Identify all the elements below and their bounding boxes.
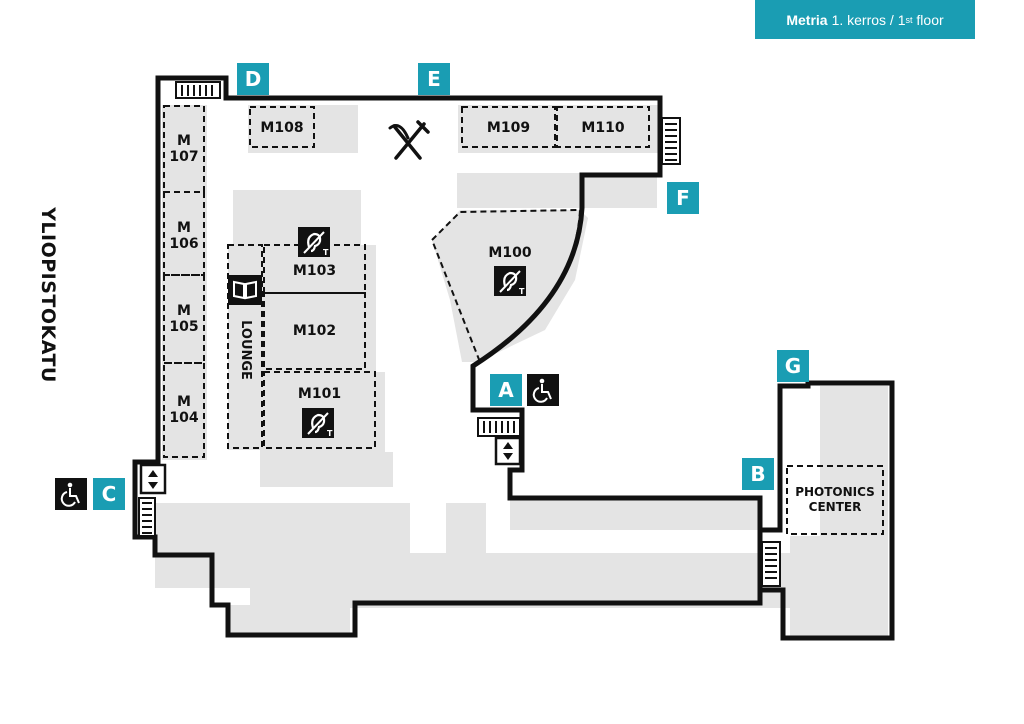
room-m100: M100: [488, 245, 532, 261]
stairs-d-icon: [175, 81, 221, 99]
room-m101: M101: [297, 386, 342, 402]
room-m110: M110: [581, 120, 625, 136]
svg-text:T: T: [323, 248, 329, 257]
elevator-c-icon: [139, 463, 167, 495]
wheelchair-icon: [55, 478, 87, 510]
elevator-a-icon: [494, 436, 522, 466]
wheelchair-icon: [527, 374, 559, 406]
hearing-loop-icon: T: [494, 266, 526, 296]
entrance-a[interactable]: A: [490, 374, 522, 406]
lounge-label: LOUNGE: [238, 320, 254, 380]
floor-en: floor: [916, 11, 944, 28]
hearing-loop-icon: T: [298, 227, 330, 257]
entrance-g[interactable]: G: [777, 350, 809, 382]
hearing-loop-icon: T: [302, 408, 334, 438]
dashed-rooms: [163, 105, 884, 535]
staircases: [138, 81, 781, 587]
stairs-a-icon: [477, 417, 521, 437]
main-wall: [132, 75, 895, 641]
room-m108: M108: [260, 120, 304, 136]
entrance-f[interactable]: F: [667, 182, 699, 214]
floor-en-num: 1: [897, 11, 906, 28]
room-m102: M102: [292, 323, 337, 339]
entrance-b[interactable]: B: [742, 458, 774, 490]
stairs-b-icon: [761, 541, 781, 587]
room-m103: M103: [292, 263, 337, 279]
restaurant-icon: [388, 120, 430, 160]
floor-fi: 1. kerros /: [831, 11, 894, 28]
stairs-f-icon: [661, 117, 681, 165]
stairs-c-icon: [138, 497, 156, 537]
entrance-e[interactable]: E: [418, 63, 450, 95]
floor-en-sup: st: [905, 14, 913, 25]
svg-text:T: T: [519, 287, 525, 296]
entrance-c[interactable]: C: [93, 478, 125, 510]
building-name: Metria: [786, 11, 828, 28]
room-m109: M109: [486, 120, 531, 136]
svg-text:T: T: [327, 429, 333, 438]
elevators: [139, 436, 522, 495]
book-icon: [228, 275, 262, 305]
room-fills: [155, 105, 888, 636]
entrance-d[interactable]: D: [237, 63, 269, 95]
